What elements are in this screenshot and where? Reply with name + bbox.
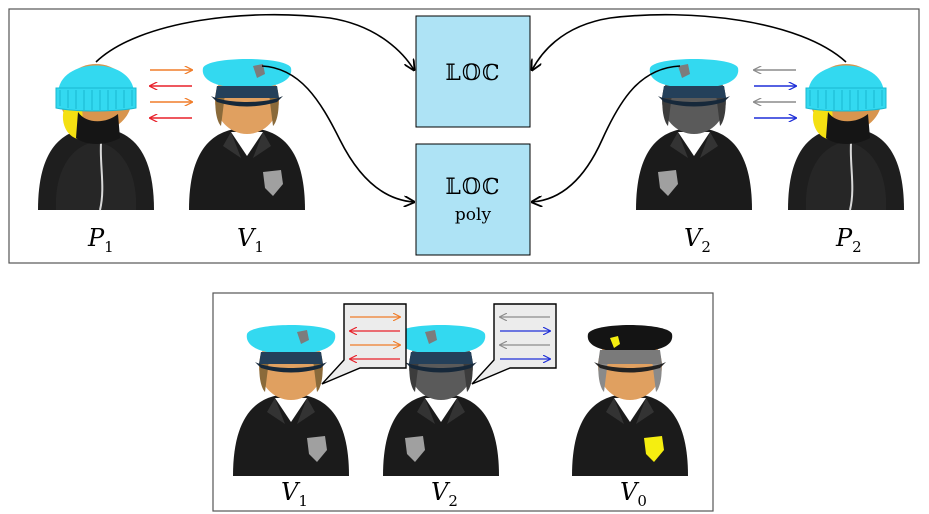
p2-to-loc-arrow [532, 13, 847, 70]
bottom-verifier-v0-figure [572, 325, 688, 476]
verifier-v1-figure [189, 59, 305, 210]
label-p2: P2 [835, 224, 862, 256]
bottom-panel-frame [212, 292, 714, 512]
label-v1: V1 [237, 224, 264, 256]
bottom-label-v2: V2 [431, 478, 458, 510]
loc-box-title: 𝕃𝕆ℂ [445, 61, 500, 86]
p1-to-loc-arrow [95, 13, 414, 70]
bottom-verifier-v1-figure [233, 325, 349, 476]
bottom-label-v0: V0 [620, 478, 647, 510]
loc-poly-box-subtitle: poly [455, 205, 492, 225]
bottom-label-v1: V1 [281, 478, 308, 510]
prover-p1-figure [37, 63, 155, 211]
v2-to-loc-poly-arrow [532, 65, 681, 202]
label-p1: P1 [87, 224, 114, 256]
label-v2: V2 [684, 224, 711, 256]
loc-poly-box: 𝕃𝕆ℂ poly [415, 143, 531, 256]
p1-v1-messages [150, 70, 192, 118]
v2-transcript-bubble [471, 303, 557, 385]
verifier-v2-figure [636, 59, 752, 210]
v1-transcript-bubble [321, 303, 407, 385]
loc-poly-box-title: 𝕃𝕆ℂ [445, 175, 500, 200]
v2-p2-messages [754, 70, 796, 118]
v1-to-loc-poly-arrow [261, 65, 414, 202]
top-panel-frame [8, 8, 920, 264]
prover-p2-figure [787, 63, 905, 211]
loc-box: 𝕃𝕆ℂ [415, 15, 531, 128]
